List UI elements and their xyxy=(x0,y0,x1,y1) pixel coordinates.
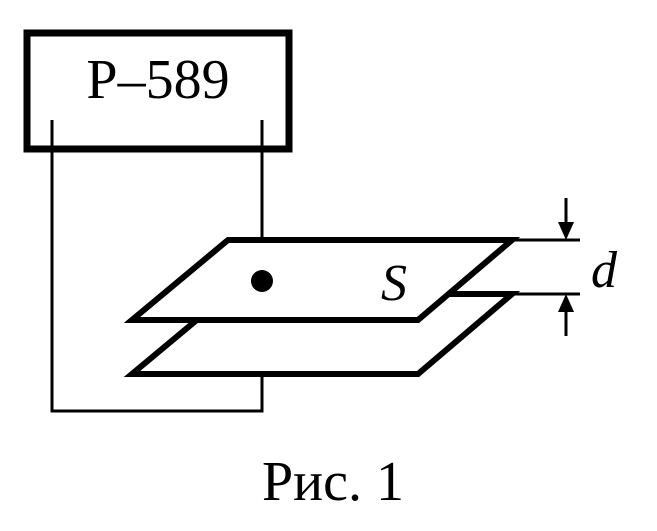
gap-arrow-top-head xyxy=(558,222,574,240)
upper-plate xyxy=(123,237,521,323)
contact-dot xyxy=(251,270,273,292)
figure-caption: Рис. 1 xyxy=(262,451,404,513)
meter-box xyxy=(23,29,293,153)
plate-area-label: S xyxy=(381,255,407,312)
gap-arrow-bottom-head xyxy=(558,294,574,312)
meter-label: P–589 xyxy=(86,49,229,111)
gap-label: d xyxy=(591,242,618,299)
left-wire xyxy=(50,120,264,413)
